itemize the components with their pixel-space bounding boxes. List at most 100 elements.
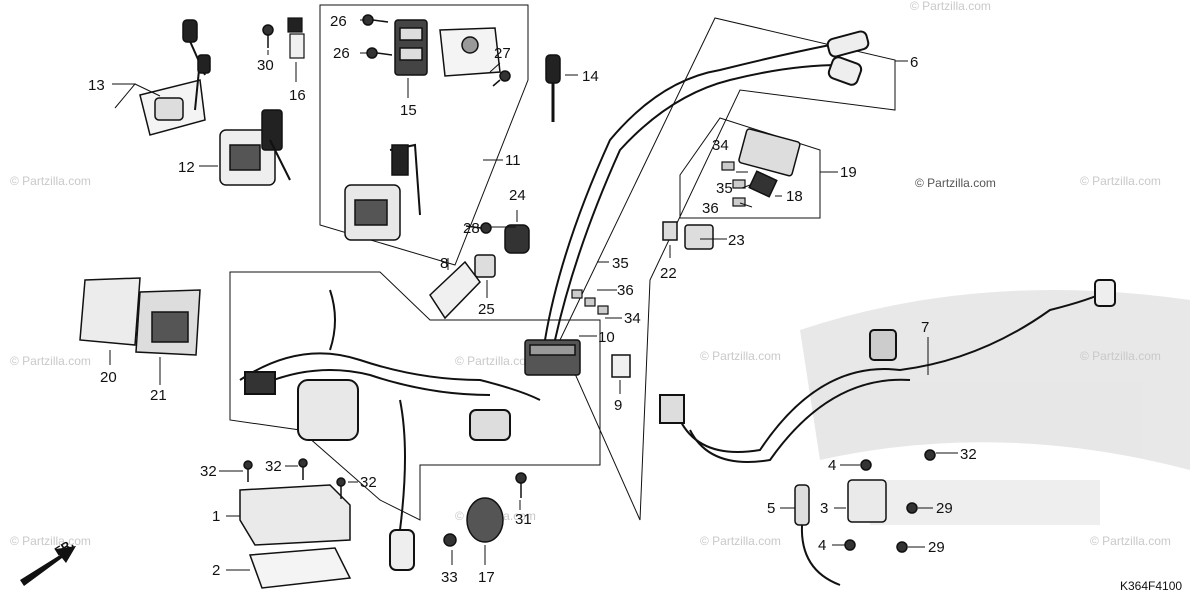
part-label-24: 24 — [509, 187, 526, 204]
part-10-control-unit[interactable] — [524, 339, 581, 376]
part-label-11: 11 — [505, 152, 521, 169]
leader-lines — [109, 19, 958, 571]
part-label-2: 2 — [212, 562, 220, 579]
watermark: © Partzilla.com — [700, 349, 781, 363]
honda-wing-logo — [800, 290, 1190, 525]
part-36-terminal[interactable] — [732, 197, 746, 207]
part-16-clip[interactable] — [287, 17, 305, 59]
part-21-holder[interactable] — [135, 289, 201, 356]
part-1-ecu[interactable] — [239, 484, 351, 546]
part-26-screw-b[interactable] — [366, 47, 393, 59]
watermark: © Partzilla.com — [915, 176, 996, 190]
part-label-31: 31 — [515, 511, 532, 528]
part-label-32: 32 — [265, 458, 282, 475]
part-18-connector[interactable] — [748, 170, 778, 198]
part-label-32: 32 — [200, 463, 217, 480]
part-cover-plate[interactable] — [439, 27, 501, 77]
part-4-nut-upper[interactable] — [860, 459, 872, 471]
part-35-terminal[interactable] — [732, 179, 746, 189]
watermark: © Partzilla.com — [455, 354, 536, 368]
watermarks: © Partzilla.com © Partzilla.com © Partzi… — [10, 0, 1171, 548]
part-17-grommet[interactable] — [466, 497, 504, 543]
part-label-34: 34 — [624, 310, 641, 327]
part-2-bracket[interactable] — [248, 547, 352, 589]
part-31-bolt[interactable] — [515, 472, 527, 498]
part-label-18: 18 — [786, 188, 803, 205]
part-label-26: 26 — [333, 45, 350, 62]
part-label-36: 36 — [617, 282, 634, 299]
part-32-bolt-right[interactable] — [924, 449, 936, 461]
part-26-screw-a[interactable] — [362, 14, 389, 26]
part-label-6: 6 — [910, 54, 918, 71]
part-label-32: 32 — [360, 474, 377, 491]
watermark: © Partzilla.com — [1090, 534, 1171, 548]
part-label-14: 14 — [582, 68, 599, 85]
part-label-4: 4 — [828, 457, 836, 474]
group-11-outline — [319, 4, 529, 266]
part-7-wire-harness[interactable] — [659, 279, 1116, 463]
part-label-23: 23 — [728, 232, 745, 249]
part-label-33: 33 — [441, 569, 458, 586]
part-19-relay[interactable] — [738, 128, 801, 177]
group-6-outline — [559, 17, 896, 521]
part-label-9: 9 — [614, 397, 622, 414]
part-label-29: 29 — [936, 500, 953, 517]
part-34-terminal[interactable] — [721, 161, 735, 171]
part-14-key[interactable] — [545, 54, 561, 122]
part-28-screw[interactable] — [465, 222, 492, 234]
part-29-bolt-b[interactable] — [896, 541, 908, 553]
part-label-20: 20 — [100, 369, 117, 386]
part-6-wire-harness[interactable] — [544, 30, 870, 341]
part-9-clip[interactable] — [611, 354, 631, 378]
part-4-nut-lower[interactable] — [844, 539, 856, 551]
part-label-28: 28 — [463, 220, 480, 237]
part-label-3: 3 — [820, 500, 828, 517]
main-wire-harness[interactable] — [239, 289, 541, 571]
part-label-22: 22 — [660, 265, 677, 282]
group-outlines — [229, 4, 896, 521]
part-label-36: 36 — [702, 200, 719, 217]
part-label-35: 35 — [716, 180, 733, 197]
watermark: © Partzilla.com — [10, 174, 91, 188]
part-label-10: 10 — [598, 329, 615, 346]
part-32-bolts-left[interactable] — [243, 458, 346, 499]
part-label-32: 32 — [960, 446, 977, 463]
watermark: © Partzilla.com — [910, 0, 991, 13]
watermark: © Partzilla.com — [10, 534, 91, 548]
part-label-17: 17 — [478, 569, 495, 586]
part-5-plug-cap[interactable] — [794, 484, 841, 586]
part-label-12: 12 — [178, 159, 195, 176]
part-15-switch-body[interactable] — [394, 19, 428, 76]
part-24-cap[interactable] — [504, 224, 530, 254]
part-label-25: 25 — [478, 301, 495, 318]
part-8-socket[interactable] — [429, 260, 481, 320]
part-label-13: 13 — [88, 77, 105, 94]
part-13-key-cylinder[interactable] — [139, 19, 211, 136]
watermark: © Partzilla.com — [10, 354, 91, 368]
part-23-relay[interactable] — [684, 224, 714, 250]
part-33-bolt[interactable] — [443, 533, 457, 547]
part-3-ignition-coil[interactable] — [847, 479, 887, 523]
watermark: © Partzilla.com — [700, 534, 781, 548]
part-30-screw[interactable] — [262, 24, 274, 48]
part-label-29: 29 — [928, 539, 945, 556]
part-29-bolt-a[interactable] — [906, 502, 918, 514]
part-label-35: 35 — [612, 255, 629, 272]
part-11-switch-assembly[interactable] — [344, 143, 421, 241]
diagram-code: K364F4100 — [1120, 579, 1182, 593]
part-22-connector[interactable] — [662, 221, 678, 241]
part-label-7: 7 — [921, 319, 929, 336]
part-label-21: 21 — [150, 387, 167, 404]
part-label-15: 15 — [400, 102, 417, 119]
part-label-1: 1 — [212, 508, 220, 525]
part-27-screw[interactable] — [492, 70, 511, 87]
group-main-harness-outline — [229, 271, 601, 521]
part-12-ignition-switch[interactable] — [219, 109, 291, 186]
part-25-cylinder[interactable] — [474, 254, 496, 278]
watermark: © Partzilla.com — [1080, 174, 1161, 188]
part-20-cover[interactable] — [79, 277, 141, 346]
part-number-labels: 13 30 16 26 26 15 27 14 6 12 11 19 34 35… — [88, 13, 977, 586]
part-terminals-centre[interactable] — [571, 289, 609, 315]
part-label-30: 30 — [257, 57, 274, 74]
